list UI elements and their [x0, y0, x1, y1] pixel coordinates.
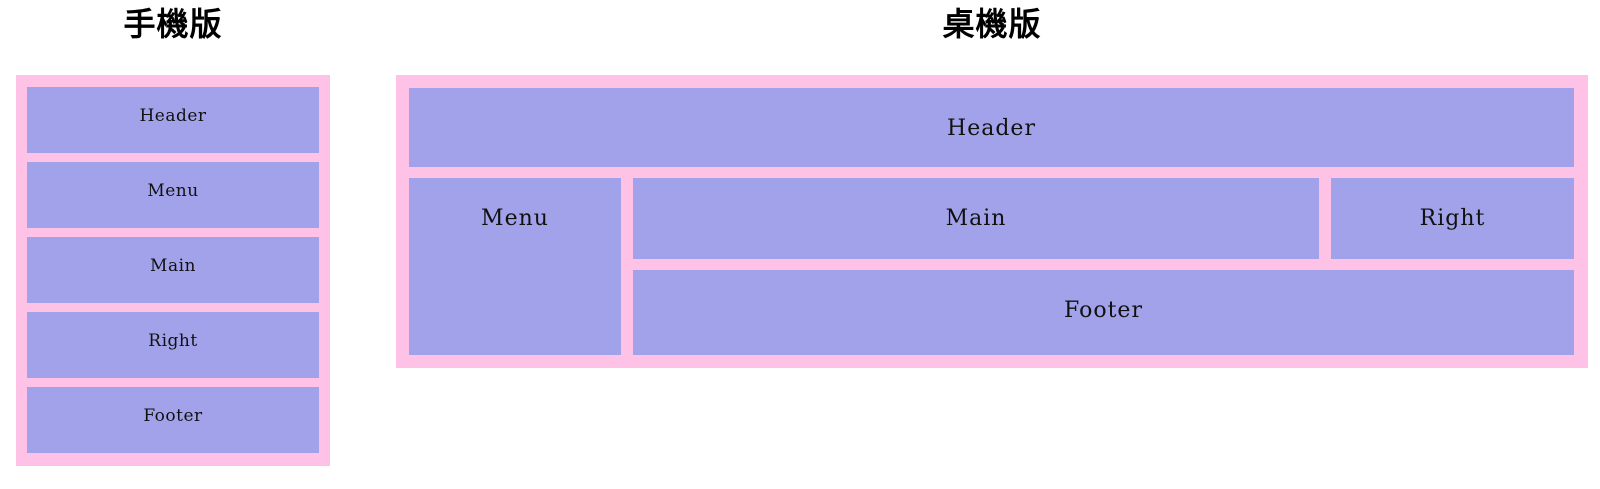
desktop-main-block: Main — [633, 178, 1319, 259]
desktop-header-block: Header — [409, 88, 1574, 167]
desktop-right-block: Right — [1331, 178, 1574, 259]
desktop-menu-block: Menu — [409, 178, 621, 355]
mobile-layout-panel: Header Menu Main Right Footer — [16, 75, 330, 466]
mobile-footer-block: Footer — [27, 387, 319, 453]
desktop-layout-panel: Header Menu Main Right Footer — [396, 75, 1588, 368]
mobile-right-block: Right — [27, 312, 319, 378]
desktop-version-title: 桌機版 — [942, 6, 1042, 42]
mobile-menu-block: Menu — [27, 162, 319, 228]
mobile-main-block: Main — [27, 237, 319, 303]
mobile-version-title: 手機版 — [123, 6, 223, 42]
desktop-footer-block: Footer — [633, 270, 1574, 355]
mobile-header-block: Header — [27, 87, 319, 153]
